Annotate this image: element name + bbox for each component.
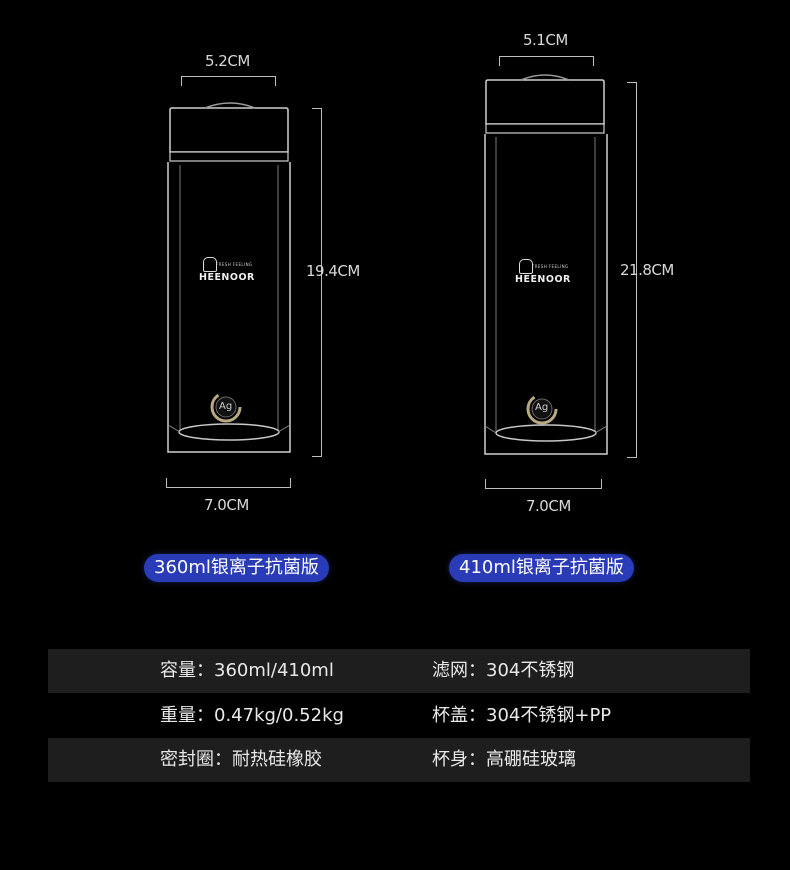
ag-mark: Ag xyxy=(535,402,549,413)
bottom-width-bracket xyxy=(485,479,602,489)
height-label: 21.8CM xyxy=(620,261,674,279)
variant-badge-360: 360ml银离子抗菌版 xyxy=(144,554,329,582)
bottom-width-label: 7.0CM xyxy=(204,496,249,514)
bottle-illustration xyxy=(484,74,608,455)
bear-logo-icon xyxy=(519,259,533,274)
brand-name: HEENOOR xyxy=(199,272,255,283)
bottom-width-bracket xyxy=(166,478,291,488)
spec-capacity: 容量：360ml/410ml xyxy=(160,660,334,681)
spec-row: 重量：0.47kg/0.52kg 杯盖：304不锈钢+PP xyxy=(48,694,750,738)
height-bracket xyxy=(312,108,322,457)
brand-tagline: FRESH FEELING xyxy=(532,264,569,269)
spec-body: 杯身：高硼硅玻璃 xyxy=(432,749,576,770)
bear-logo-icon xyxy=(203,257,217,272)
brand-tagline: FRESH FEELING xyxy=(216,262,253,267)
bottom-width-label: 7.0CM xyxy=(526,497,571,515)
spec-row: 密封圈：耐热硅橡胶 杯身：高硼硅玻璃 xyxy=(48,738,750,782)
top-width-bracket xyxy=(499,56,594,66)
bottle-illustration xyxy=(167,102,291,453)
spec-weight: 重量：0.47kg/0.52kg xyxy=(160,705,344,726)
height-label: 19.4CM xyxy=(306,262,360,280)
top-width-label: 5.2CM xyxy=(205,52,250,70)
top-width-label: 5.1CM xyxy=(523,31,568,49)
height-bracket xyxy=(627,82,637,458)
top-width-bracket xyxy=(181,76,276,86)
spec-seal: 密封圈：耐热硅橡胶 xyxy=(160,749,322,770)
ag-mark: Ag xyxy=(219,401,233,412)
variant-badge-410: 410ml银离子抗菌版 xyxy=(449,554,634,582)
spec-lid: 杯盖：304不锈钢+PP xyxy=(432,705,612,726)
spec-row: 容量：360ml/410ml 滤网：304不锈钢 xyxy=(48,649,750,693)
spec-filter: 滤网：304不锈钢 xyxy=(432,660,575,681)
brand-name: HEENOOR xyxy=(515,274,571,285)
